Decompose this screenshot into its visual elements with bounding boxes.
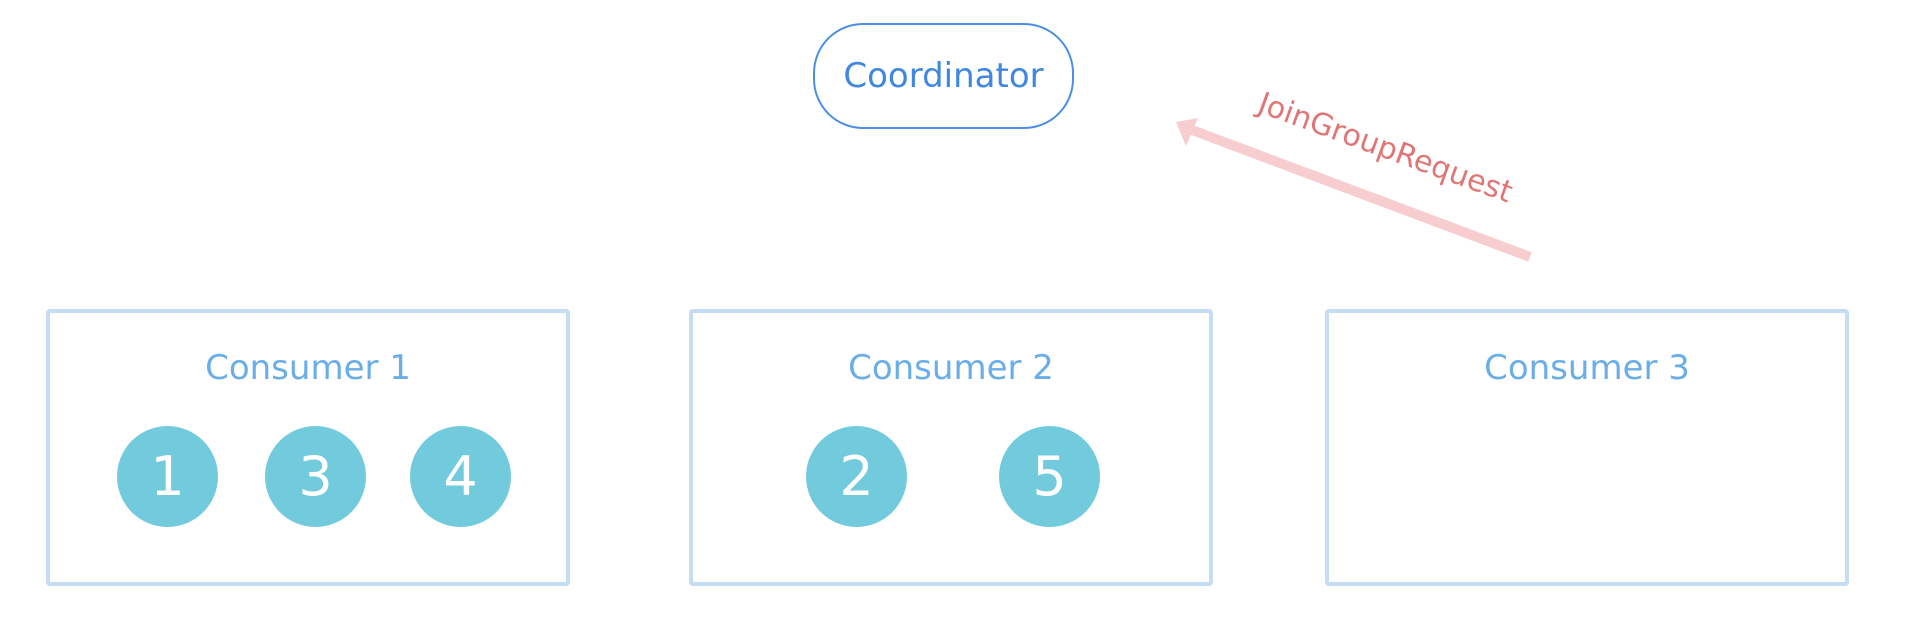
coordinator-node: Coordinator — [813, 23, 1074, 129]
arrow-shaft — [1190, 125, 1532, 262]
partition-circle: 2 — [806, 426, 907, 527]
coordinator-label: Coordinator — [843, 56, 1044, 96]
consumer-2-box: Consumer 2 2 5 — [689, 309, 1213, 586]
arrow-head — [1176, 118, 1198, 146]
request-label: JoinGroupRequest — [1252, 85, 1518, 210]
consumer-3-title: Consumer 3 — [1484, 348, 1690, 388]
partition-circle: 1 — [117, 426, 218, 527]
partition-circle: 4 — [410, 426, 511, 527]
partition-circle: 5 — [999, 426, 1100, 527]
partition-circle: 3 — [265, 426, 366, 527]
consumer-2-title: Consumer 2 — [848, 348, 1054, 388]
consumer-1-box: Consumer 1 1 3 4 — [46, 309, 570, 586]
consumer-3-box: Consumer 3 — [1325, 309, 1849, 586]
consumer-1-title: Consumer 1 — [205, 348, 411, 388]
